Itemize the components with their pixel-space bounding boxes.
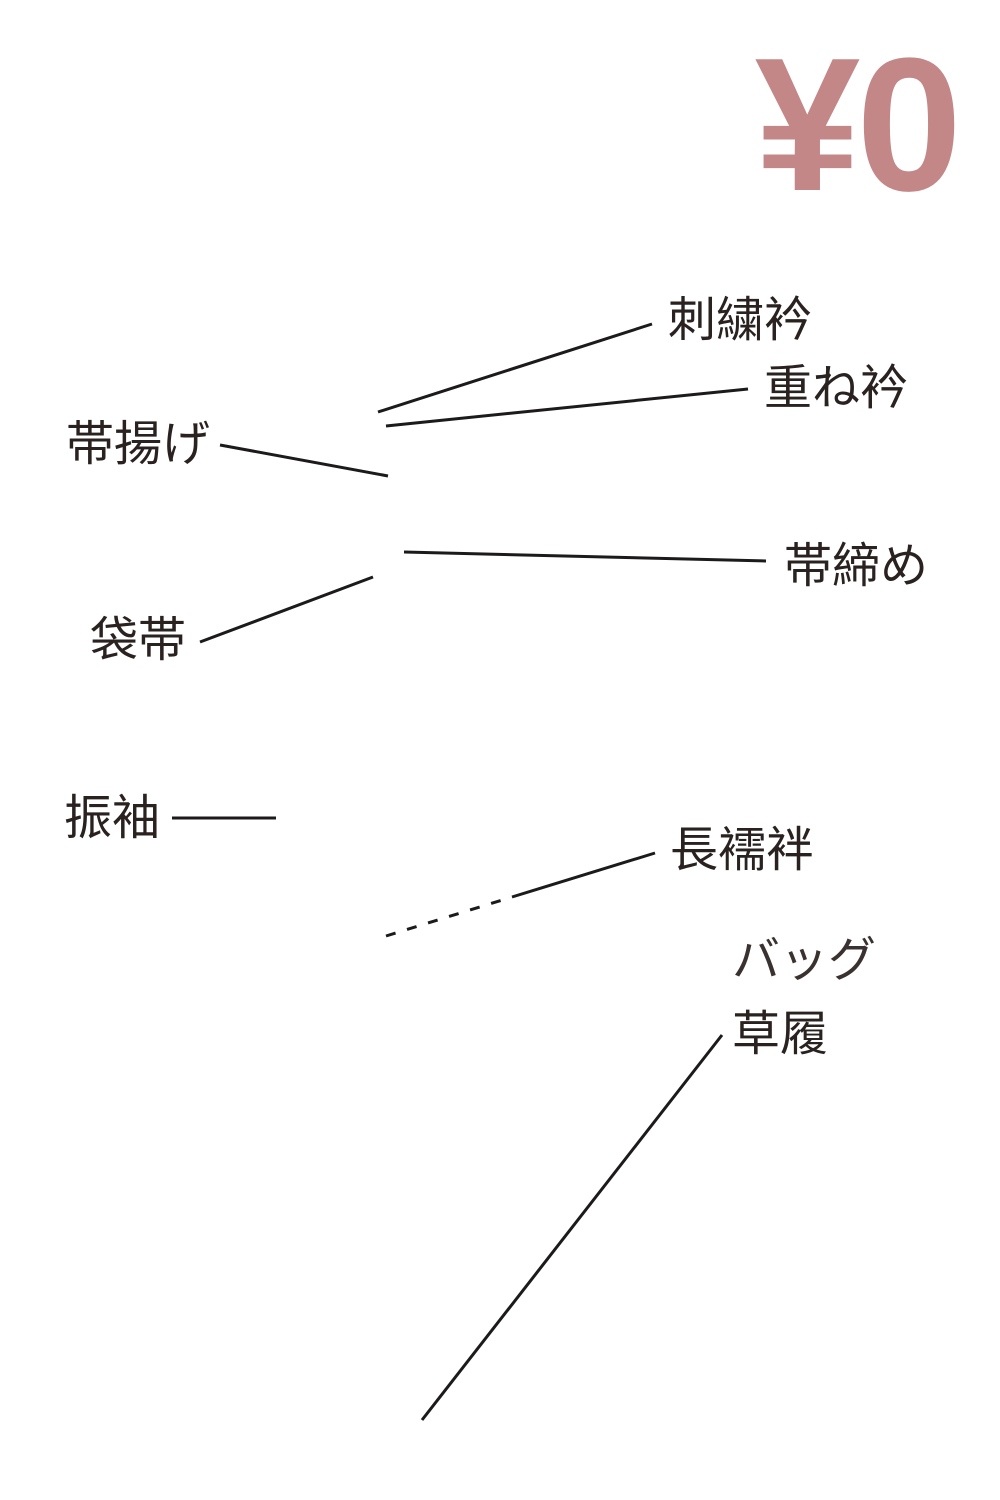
label-zori: 草履 (732, 1006, 829, 1062)
leader-line-shishu-eri (377, 322, 653, 414)
label-bag: バッグ (732, 932, 877, 988)
leader-line-zori (420, 1034, 724, 1421)
label-obijime: 帯締め (784, 538, 929, 594)
label-obiage: 帯揚げ (66, 416, 211, 472)
leader-line-nagajuban (511, 851, 656, 899)
label-shishu-eri: 刺繍衿 (668, 292, 813, 348)
leader-line-obiage (219, 443, 389, 478)
label-kasane-eri: 重ね衿 (764, 360, 909, 416)
label-furisode: 振袖 (64, 790, 161, 846)
price-value: ¥0 (754, 19, 962, 231)
leader-line-kasane-eri (385, 387, 749, 428)
label-nagajuban: 長襦袢 (670, 822, 815, 878)
label-fukuro-obi: 袋帯 (90, 612, 187, 668)
leader-line-obijime (403, 550, 767, 563)
leader-line-nagajuban-dashed (385, 895, 513, 938)
leader-line-fukuro-obi (199, 575, 374, 644)
